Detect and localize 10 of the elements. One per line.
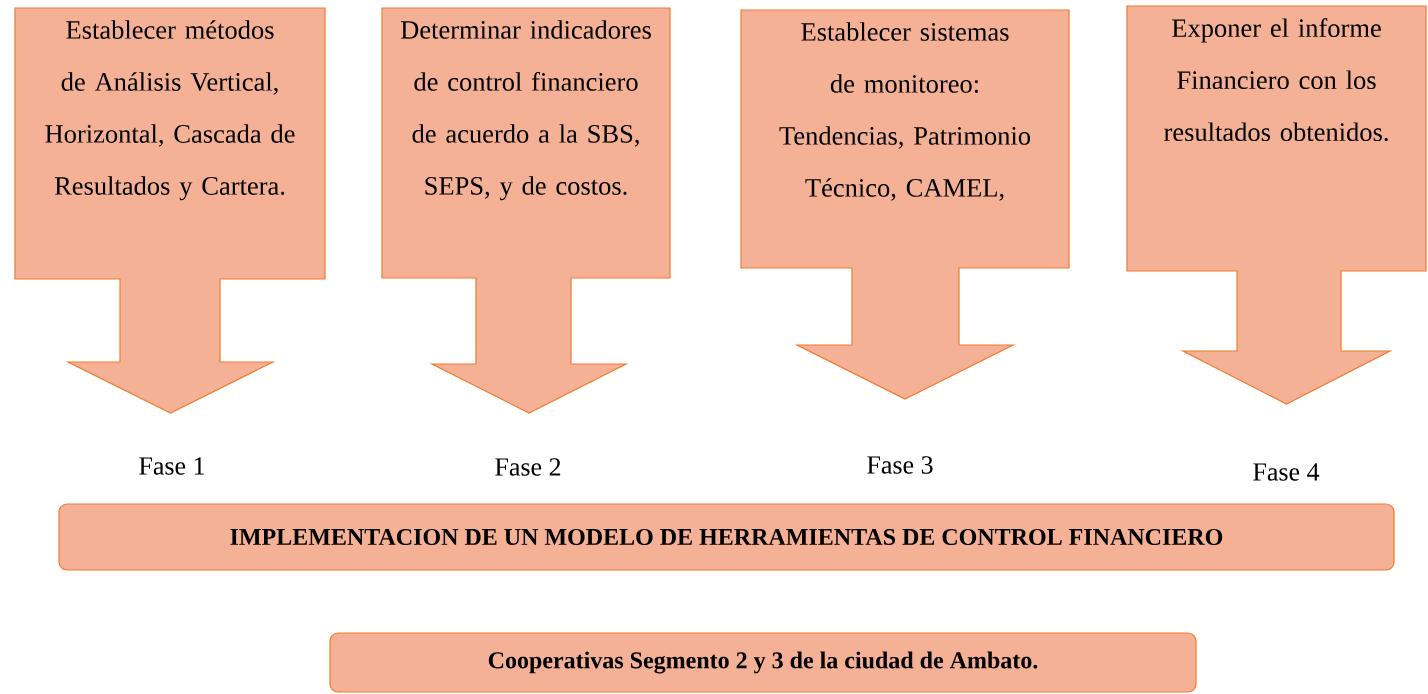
phase-label: Fase 4 xyxy=(1253,463,1320,481)
down-arrow-callout: Exponer el informe Financiero con los resultados obtenidos. xyxy=(1126,5,1427,405)
down-arrow-callout: Determinar indicadores de control financiero de acuerdo a la SBS, SEPS, y de costos. xyxy=(381,7,671,414)
down-arrow-callout: Establecer sistemas de monitoreo: Tendencias, Patrimonio Técnico, CAMEL, xyxy=(740,9,1070,400)
down-arrow-callout: Establecer métodos de Análisis Vertical, Horizontal, Cascada de Resultados y Cartera. xyxy=(14,7,326,414)
phase-label: Fase 1 xyxy=(139,457,204,475)
rounded-box: IMPLEMENTACION DE UN MODELO DE HERRAMIENTAS DE CONTROL FINANCIERO xyxy=(58,503,1395,571)
phase-label: Fase 2 xyxy=(495,458,561,476)
rounded-box: Cooperativas Segmento 2 y 3 de la ciudad de Ambato. xyxy=(329,632,1197,693)
phase-label: Fase 3 xyxy=(867,456,933,474)
